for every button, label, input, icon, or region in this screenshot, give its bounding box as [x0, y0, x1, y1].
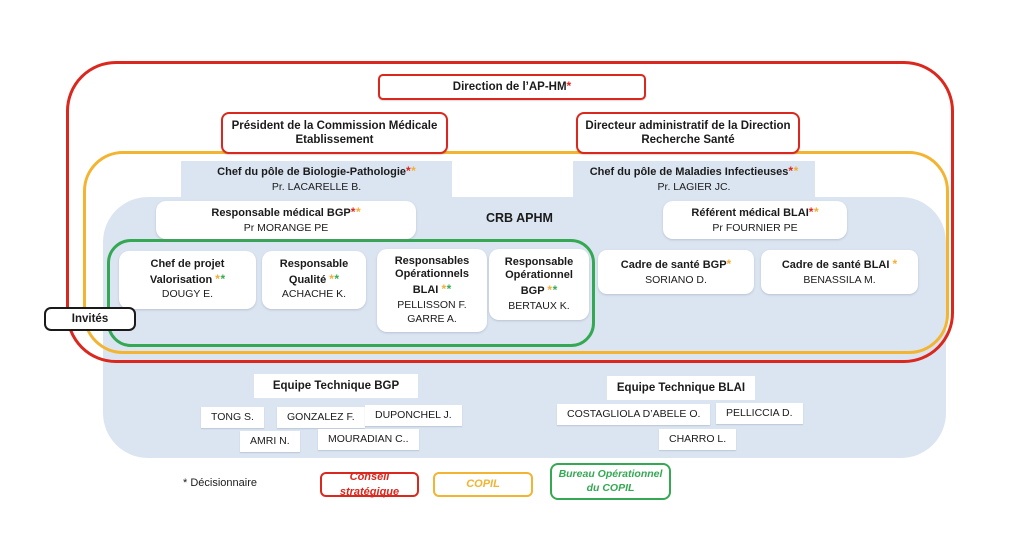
org-box-resp-op-bgp: Responsable Opérationnel BGP ** BERTAUX …	[489, 249, 589, 320]
asterisk-icon: *	[808, 204, 814, 219]
box-title: Directeur administratif de la Direction …	[585, 119, 791, 146]
team-member: TONG S.	[201, 407, 264, 428]
box-person: BENASSILA M.	[803, 273, 876, 286]
asterisk-icon: *	[411, 164, 416, 179]
legend-bureau-operationnel: Bureau Opérationnel du COPIL	[550, 463, 671, 500]
box-person: ACHACHE K.	[281, 288, 347, 301]
asterisk-icon: *	[788, 164, 794, 179]
decision-stars: **	[788, 164, 799, 179]
org-box-directeur-admin: Directeur administratif de la Direction …	[576, 112, 800, 154]
team-member: PELLICCIA D.	[716, 403, 803, 424]
legend-copil: COPIL	[433, 472, 533, 497]
asterisk-icon: *	[726, 256, 732, 271]
box-title-text: Responsable médical BGP	[211, 206, 351, 219]
decision-stars: **	[329, 271, 340, 286]
decision-stars: **	[350, 204, 361, 219]
box-title: Cadre de santé BGP*	[621, 257, 731, 273]
box-person: Pr. LACARELLE B.	[271, 181, 362, 194]
box-title-text: Direction de l’AP-HM	[452, 81, 567, 94]
crb-aphm-title: CRB APHM	[486, 211, 553, 225]
invites-tag: Invités	[44, 307, 136, 331]
box-title: Direction de l’AP-HM*	[453, 79, 571, 94]
org-box-chef-projet-valorisation: Chef de projet Valorisation ** DOUGY E.	[119, 251, 256, 309]
box-title: Chef du pôle de Biologie-Pathologie**	[217, 164, 416, 180]
decision-stars: **	[441, 282, 452, 297]
team-member: COSTAGLIOLA D’ABELE O.	[557, 404, 711, 425]
box-title: Référent médical BLAI**	[691, 205, 818, 221]
box-person: Pr FOURNIER PE	[712, 221, 798, 234]
asterisk-icon: *	[446, 282, 452, 297]
box-title: Président de la Commission Médicale Etab…	[231, 119, 438, 146]
team-member: DUPONCHEL J.	[365, 405, 462, 426]
org-box-resp-medical-bgp: Responsable médical BGP** Pr MORANGE PE	[156, 201, 416, 239]
asterisk-icon: *	[547, 283, 553, 298]
box-title: Responsable Opérationnel BGP **	[493, 256, 585, 299]
team-label-bgp: Equipe Technique BGP	[254, 374, 418, 398]
box-title-text: Chef du pôle de Maladies Infectieuses	[589, 166, 789, 179]
box-title: Cadre de santé BLAI *	[782, 257, 897, 273]
team-member: CHARRO L.	[659, 429, 737, 450]
frame-bureau-operationnel	[107, 239, 595, 347]
org-box-cadre-sante-blai: Cadre de santé BLAI * BENASSILA M.	[761, 250, 918, 294]
box-title-text: Chef du pôle de Biologie-Pathologie	[217, 166, 406, 179]
legend-label: Bureau Opérationnel du COPIL	[558, 467, 663, 494]
box-title-text: Chef de projet Valorisation	[149, 257, 225, 286]
asterisk-icon: *	[566, 79, 572, 94]
org-box-resp-op-blai: Responsables Opérationnels BLAI ** PELLI…	[377, 249, 487, 332]
box-title-text: Cadre de santé BLAI	[781, 258, 893, 271]
decision-stars: **	[547, 283, 558, 298]
box-title-text: Référent médical BLAI	[691, 206, 809, 219]
box-title: Responsables Opérationnels BLAI **	[381, 255, 483, 298]
box-person: SORIANO D.	[645, 273, 707, 286]
legend-conseil-strategique: Conseil stratégique	[320, 471, 419, 498]
org-box-referent-medical-blai: Référent médical BLAI** Pr FOURNIER PE	[663, 201, 847, 239]
org-box-cadre-sante-bgp: Cadre de santé BGP* SORIANO D.	[598, 250, 754, 294]
asterisk-icon: *	[441, 282, 447, 297]
team-label-blai: Equipe Technique BLAI	[607, 376, 755, 400]
box-person: BERTAUX K.	[508, 299, 570, 312]
box-title: Chef de projet Valorisation **	[123, 258, 252, 288]
box-title: Responsable Qualité **	[266, 258, 362, 288]
legend-decisionnaire: * Décisionnaire	[183, 477, 257, 489]
frame-copil	[83, 151, 949, 354]
asterisk-icon: *	[350, 204, 356, 219]
org-box-chef-pole-blai: Chef du pôle de Maladies Infectieuses** …	[573, 161, 815, 198]
legend-label: COPIL	[466, 478, 500, 491]
asterisk-icon: *	[220, 271, 226, 286]
team-member: GONZALEZ F.	[277, 407, 365, 428]
asterisk-icon: *	[355, 204, 361, 219]
decision-stars: **	[406, 164, 416, 179]
team-member: AMRI N.	[240, 431, 300, 452]
box-title-text: Responsables Opérationnels BLAI	[394, 254, 470, 297]
decision-stars: *	[726, 256, 732, 271]
box-title: Responsable médical BGP**	[211, 205, 360, 221]
legend-label: Conseil stratégique	[339, 471, 400, 498]
asterisk-icon: *	[215, 271, 220, 286]
team-member: MOURADIAN C..	[318, 429, 419, 450]
box-title-text: Responsable Opérationnel BGP	[504, 255, 574, 298]
decision-stars: *	[892, 256, 898, 271]
org-box-direction-aphm: Direction de l’AP-HM*	[378, 74, 646, 100]
frame-conseil-strategique	[66, 61, 954, 363]
asterisk-icon: *	[552, 283, 558, 298]
box-person: PELLISSON F. GARRE A.	[397, 298, 467, 325]
box-title: Chef du pôle de Maladies Infectieuses**	[590, 164, 799, 180]
asterisk-icon: *	[892, 256, 898, 271]
asterisk-icon: *	[334, 271, 340, 286]
decision-stars: *	[566, 79, 572, 94]
decision-stars: **	[808, 204, 819, 219]
decision-stars: **	[215, 271, 226, 286]
asterisk-icon: *	[406, 164, 411, 179]
asterisk-icon: *	[793, 164, 799, 179]
org-box-president-cme: Président de la Commission Médicale Etab…	[221, 112, 448, 154]
box-title-text: Cadre de santé BGP	[620, 258, 727, 271]
box-title-text: Responsable Qualité	[279, 257, 349, 286]
asterisk-icon: *	[813, 204, 819, 219]
box-person: DOUGY E.	[161, 288, 214, 301]
box-person: Pr. LAGIER JC.	[657, 181, 731, 194]
org-box-resp-qualite: Responsable Qualité ** ACHACHE K.	[262, 251, 366, 309]
asterisk-icon: *	[329, 271, 334, 286]
org-box-chef-pole-bgp: Chef du pôle de Biologie-Pathologie** Pr…	[181, 161, 452, 198]
box-person: Pr MORANGE PE	[243, 221, 329, 234]
